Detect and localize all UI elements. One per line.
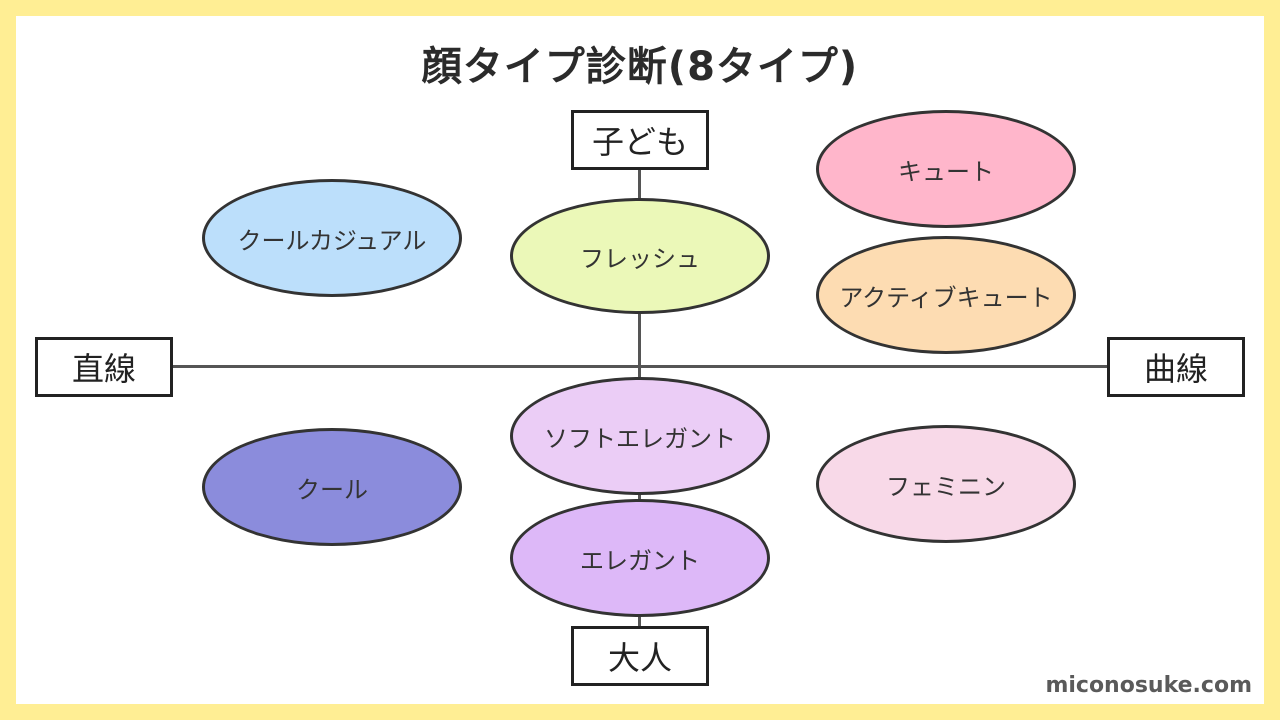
axis-label-right: 曲線 [1107,337,1245,397]
type-cool: クール [202,428,462,546]
type-cute: キュート [816,110,1076,228]
horizontal-axis-line [172,365,1110,368]
site-watermark: miconosuke.com [1045,673,1252,698]
type-feminine: フェミニン [816,425,1076,543]
type-soft-elegant: ソフトエレガント [510,377,770,495]
axis-label-top: 子ども [571,110,709,170]
diagram-title: 顔タイプ診断(8タイプ) [421,44,859,90]
type-active-cute: アクティブキュート [816,236,1076,354]
axis-label-bottom: 大人 [571,626,709,686]
axis-label-left: 直線 [35,337,173,397]
type-cool-casual: クールカジュアル [202,179,462,297]
type-elegant: エレガント [510,499,770,617]
type-fresh: フレッシュ [510,198,770,314]
